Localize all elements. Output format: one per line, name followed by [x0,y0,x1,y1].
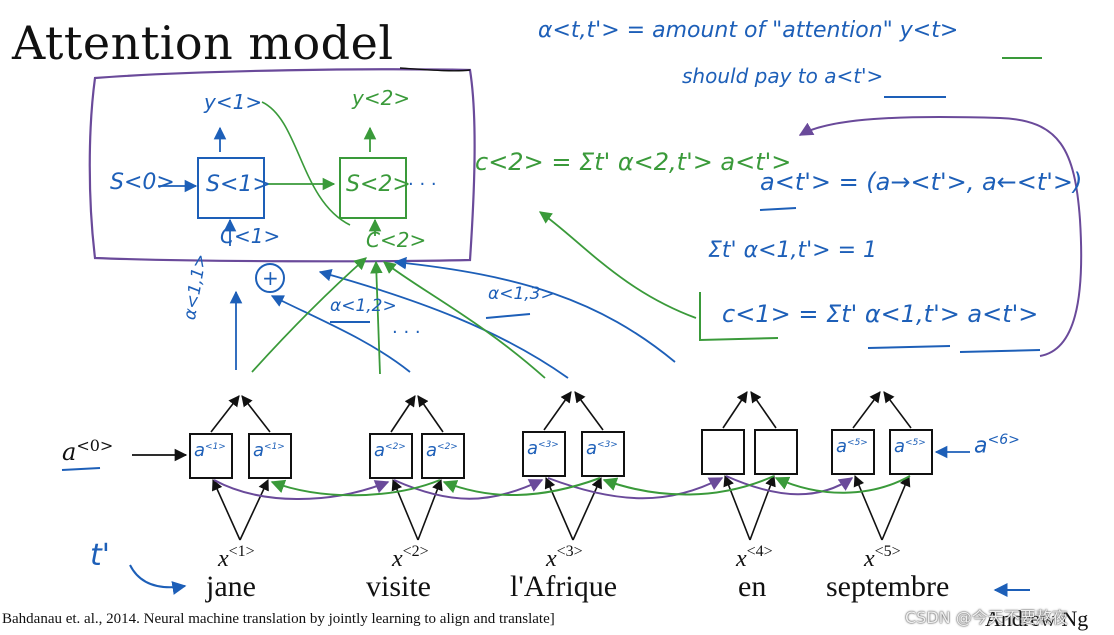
alpha-definition-line1: α<t,t'> = amount of "attention" y<t> [538,18,959,43]
input-word-1: jane [206,570,256,603]
s1-label: S<1> [206,172,271,197]
encoder-cell-label-5f: a<5> [836,436,868,457]
s0-label: S<0> [110,170,175,195]
input-word-4: en [738,570,767,603]
a0-label: a<0> [62,436,114,466]
y1-label: y<1> [204,90,263,114]
y2-label: y<2> [352,86,411,110]
encoder-cell-label-2f: a<2> [374,440,406,461]
alpha12-label: α<1,2> [330,296,397,316]
encoder-cell-label-2b: a<2> [426,440,458,461]
svg-text:· · ·: · · · [392,322,421,343]
x-label-5: x<5> [864,543,901,572]
svg-text:+: + [262,266,279,290]
c2-formula: c<2> = Σt' α<2,t'> a<t'> [475,148,792,176]
decoder-outline [88,68,476,263]
x-label-3: x<3> [546,543,583,572]
a-concat-formula: a<t'> = (a→<t'>, a←<t'>) [760,168,1083,196]
watermark: CSDN @今天不要熬夜 [905,608,1068,627]
citation: Bahdanau et. al., 2014. Neural machine t… [2,611,555,627]
plus-node [255,263,285,293]
author-name: Andrew Ng [985,606,1089,631]
encoder-cells [189,429,933,479]
input-word-3: l'Afrique [510,570,618,603]
c2-label: C<2> [366,228,427,252]
x-label-1: x<1> [218,543,255,572]
slide-title: Attention model [12,16,394,70]
alpha13-label: α<1,3> [488,284,555,304]
s2-label: S<2> [346,172,411,197]
encoder-cell-label-3f: a<3> [527,438,559,459]
decoder-cell-s1 [197,157,265,219]
encoder-cell-label-1b: a<1> [253,440,285,461]
sum-constraint: Σt' α<1,t'> = 1 [708,238,878,263]
encoder-cell-label-1f: a<1> [194,440,226,461]
x-label-2: x<2> [392,543,429,572]
input-word-5: septembre [826,570,950,603]
svg-text:· · ·: · · · [408,174,437,195]
encoder-cell-label-5b: a<5> [894,436,926,457]
alpha-definition-line2: should pay to a<t'> [682,64,884,88]
decoder-cell-s2 [339,157,407,219]
a6-label: a<6> [974,432,1020,459]
x-label-4: x<4> [736,543,773,572]
c1-formula: c<1> = Σt' α<1,t'> a<t'> [722,300,1039,328]
t-prime-label: t' [90,538,111,573]
encoder-cell-label-3b: a<3> [586,438,618,459]
input-word-2: visite [366,570,431,603]
c1-label: C<1> [220,224,281,248]
